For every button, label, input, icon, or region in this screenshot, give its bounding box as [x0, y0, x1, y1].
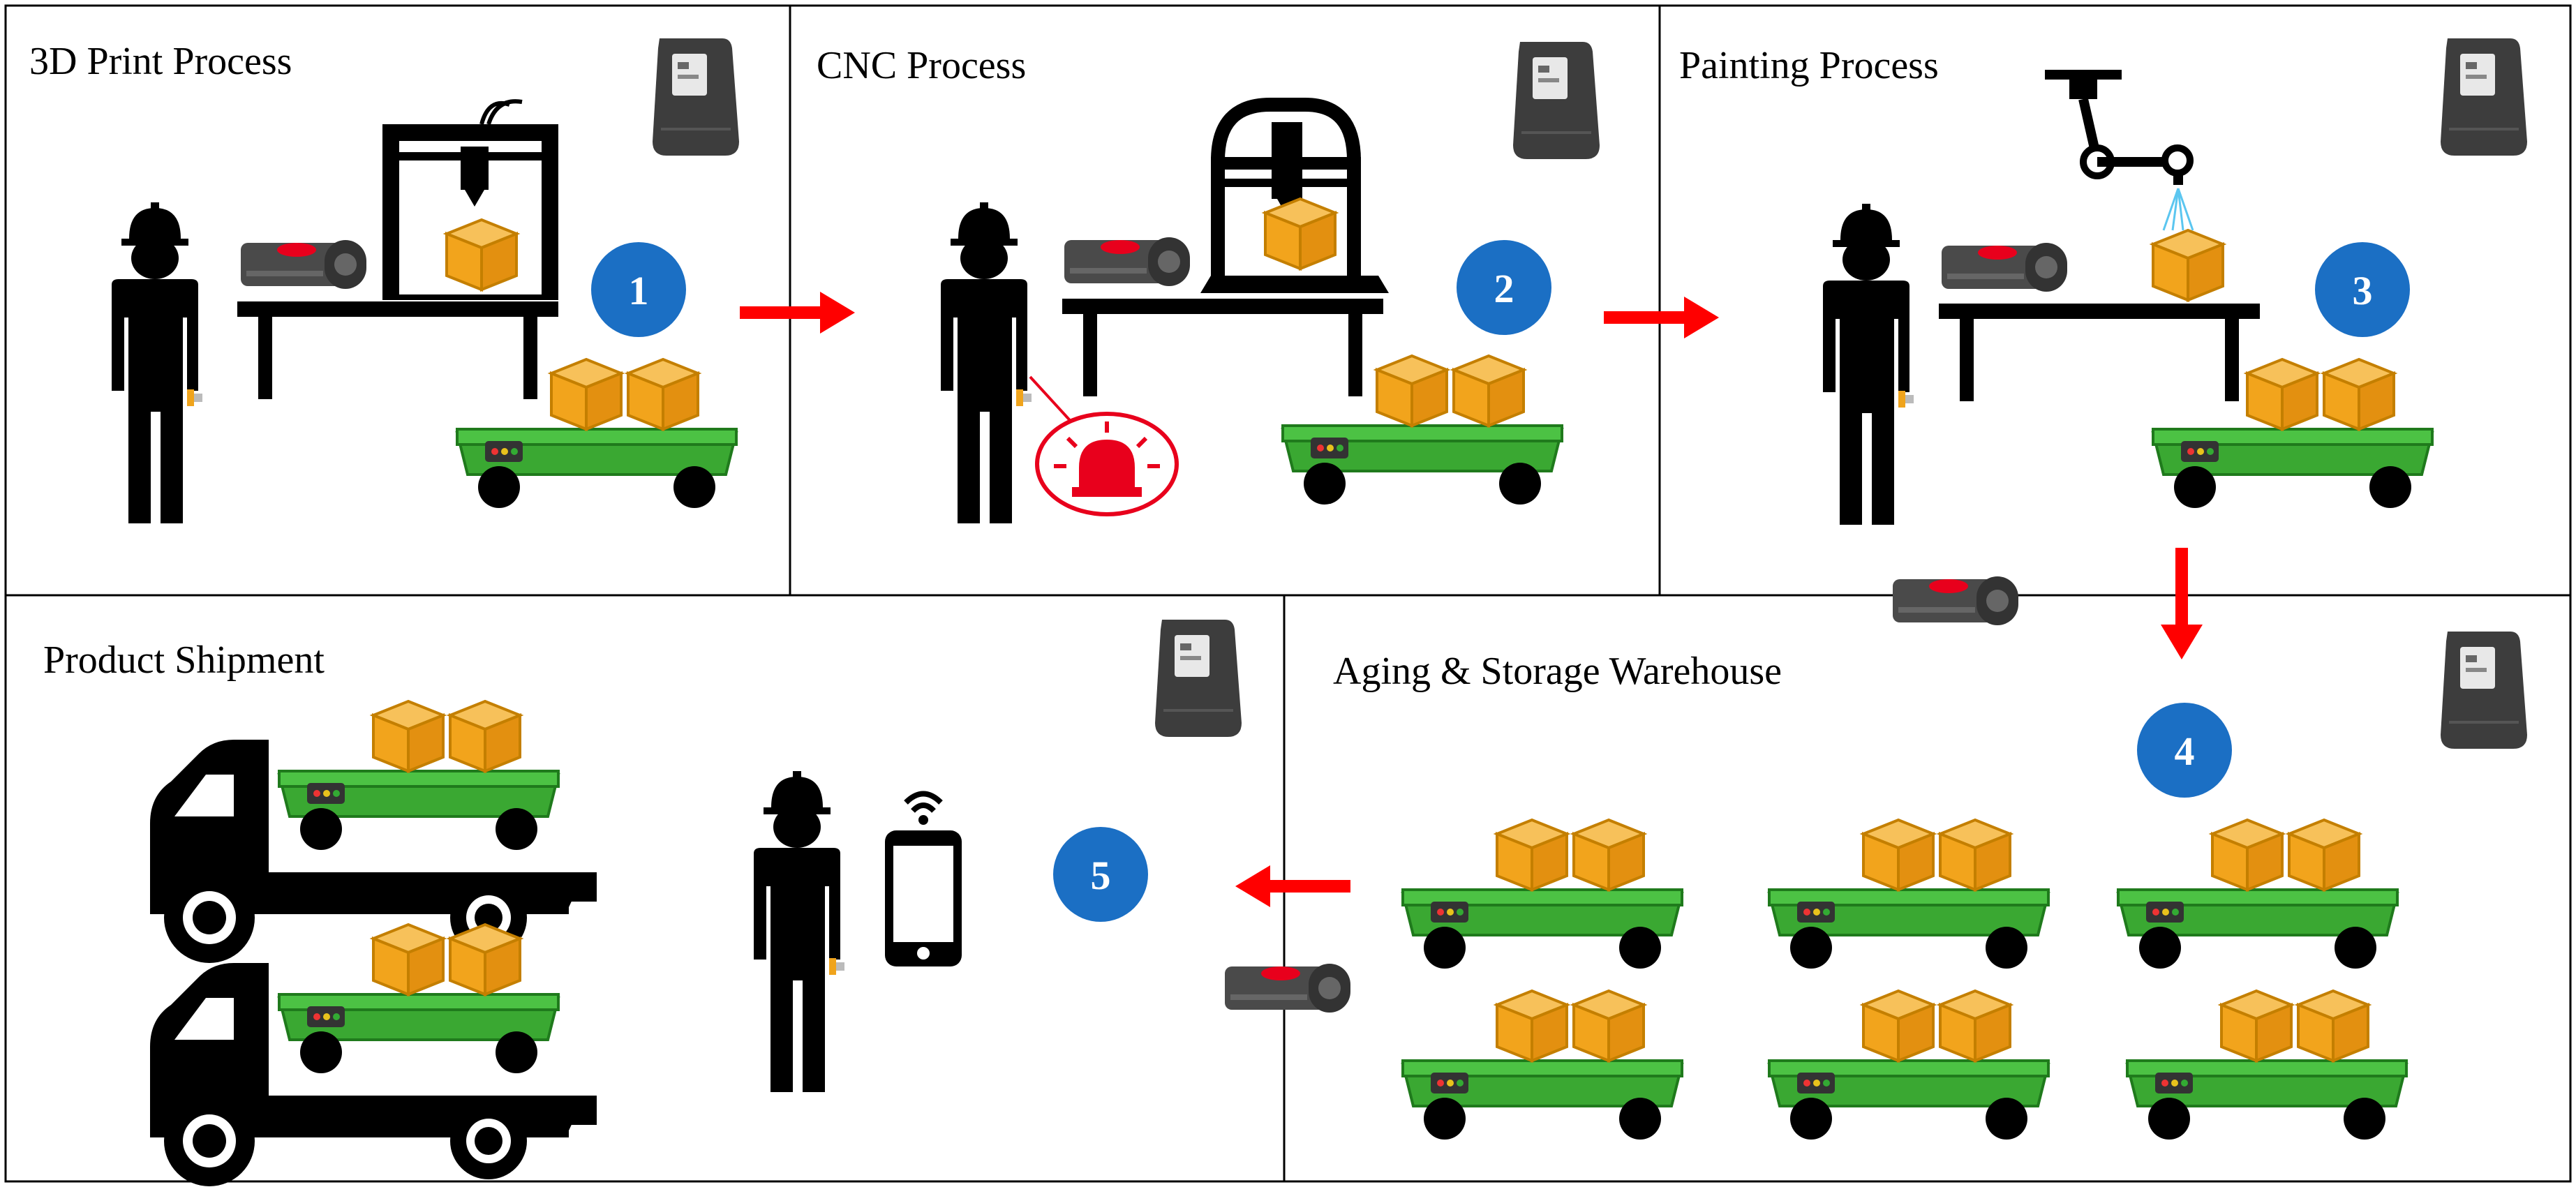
gateway-device-icon — [1154, 618, 1243, 738]
worker-icon — [1823, 204, 1914, 525]
agv-cart-icon — [279, 701, 558, 850]
svg-text:1: 1 — [629, 268, 649, 313]
3d-printer-icon — [382, 99, 558, 300]
agv-cart-icon — [1769, 820, 2048, 969]
svg-text:2: 2 — [1494, 266, 1514, 311]
agv-cart-icon — [1283, 356, 1562, 505]
agv-cart-icon — [1403, 820, 1682, 969]
step-badge-1: 1 — [591, 242, 686, 337]
section-title-painting: Painting Process — [1679, 44, 1939, 87]
svg-text:3: 3 — [2353, 268, 2373, 313]
scanner-icon — [1225, 964, 1350, 1013]
gateway-device-icon — [651, 37, 740, 157]
work-table — [1062, 299, 1383, 396]
gateway-device-icon — [2439, 37, 2529, 157]
work-table — [1939, 304, 2260, 401]
box-icon — [2152, 229, 2224, 301]
step-badge-2: 2 — [1457, 240, 1551, 335]
flow-arrow-icon — [1604, 297, 1719, 338]
section-title-cnc: CNC Process — [817, 44, 1026, 87]
truck-hitch — [548, 883, 579, 907]
step-badge-3: 3 — [2315, 242, 2410, 337]
robot-arm-icon — [2045, 70, 2194, 231]
scanner-icon — [1893, 576, 2018, 625]
scanner-icon — [1942, 243, 2067, 292]
worker-icon — [754, 771, 844, 1092]
step-badge-4: 4 — [2137, 703, 2232, 798]
svg-text:5: 5 — [1091, 853, 1111, 898]
smartphone-icon — [885, 791, 962, 966]
flow-arrow-icon — [1235, 865, 1350, 907]
agv-cart-icon — [279, 925, 558, 1073]
cnc-machine-icon — [1200, 98, 1389, 293]
agv-cart-icon — [1403, 991, 1682, 1140]
agv-cart-icon — [457, 359, 736, 508]
truck-hitch — [548, 1106, 579, 1130]
section-title-3d-print: 3D Print Process — [29, 40, 292, 83]
flow-arrow-icon — [740, 292, 855, 334]
section-title-storage: Aging & Storage Warehouse — [1333, 650, 1782, 693]
worker-icon — [941, 202, 1032, 523]
section-title-shipment: Product Shipment — [43, 639, 325, 682]
agv-cart-icon — [2153, 359, 2432, 508]
alarm-icon — [1029, 375, 1179, 516]
gateway-device-icon — [1512, 40, 1601, 160]
agv-cart-icon — [2118, 820, 2397, 969]
agv-cart-icon — [1769, 991, 2048, 1140]
agv-cart-icon — [2127, 991, 2406, 1140]
flow-arrow-icon — [2161, 548, 2203, 659]
worker-icon — [112, 202, 202, 523]
step-badge-5: 5 — [1053, 827, 1148, 922]
scanner-icon — [1064, 237, 1190, 286]
work-table — [237, 301, 558, 399]
gateway-device-icon — [2439, 630, 2529, 750]
svg-text:4: 4 — [2175, 729, 2195, 774]
scanner-icon — [241, 240, 366, 289]
